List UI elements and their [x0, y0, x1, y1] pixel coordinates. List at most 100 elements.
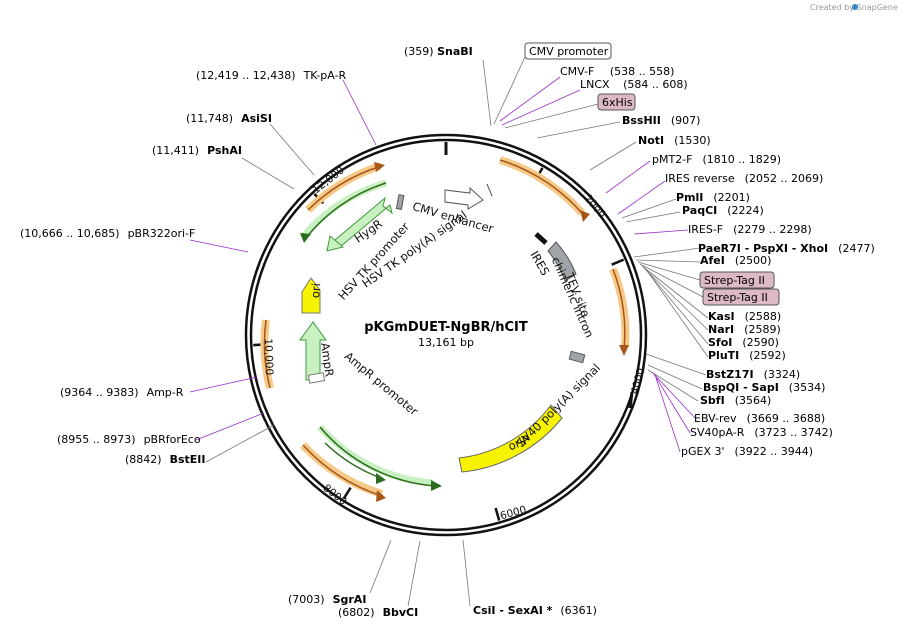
site-bsshii[interactable]: BssHII(907) [622, 114, 700, 127]
leader-line [651, 371, 697, 420]
6xhis-label[interactable]: 6xHis [602, 96, 633, 109]
site-afei[interactable]: AfeI(2500) [700, 254, 771, 267]
site-asisi[interactable]: (11,748)AsiSI [186, 112, 272, 125]
primer-ires-reverse[interactable]: IRES reverse(2052 .. 2069) [665, 172, 823, 185]
leader-line [195, 412, 265, 441]
site-kasi[interactable]: KasI(2588) [708, 310, 781, 323]
orf-top-left-line [307, 166, 379, 211]
green-arrow-ampr-outer-line [319, 426, 437, 487]
leader-line [655, 377, 681, 453]
backbone-inner [249, 138, 643, 532]
leader-line [643, 267, 709, 331]
site-csii-sexai[interactable]: CsiI - SexAI *(6361) [473, 604, 597, 617]
leader-line [482, 59, 492, 127]
ampr-promoter-box[interactable] [307, 372, 326, 384]
leader-line [189, 239, 249, 253]
primer-ebv-rev[interactable]: EBV-rev(3669 .. 3688) [694, 412, 825, 425]
site-bstz17i[interactable]: BstZ17I(3324) [706, 368, 800, 381]
ori-feature[interactable] [301, 277, 321, 314]
label-ampr: AmpR [318, 342, 337, 378]
leader-line [605, 160, 651, 194]
green-arrowhead-ampr-inner [376, 473, 386, 484]
primer-sv40pa-r[interactable]: SV40pA-R(3723 .. 3742) [690, 426, 833, 439]
leader-line [633, 247, 701, 258]
leader-line [205, 424, 275, 463]
label-ires: IRES [527, 248, 552, 277]
tev-site-mark [534, 232, 548, 245]
leader-lines [189, 56, 709, 607]
leader-line [645, 353, 707, 376]
site-sbfi[interactable]: SbfI(3564) [700, 394, 771, 407]
orip-feature[interactable] [458, 404, 563, 473]
backbone-outer [244, 133, 648, 537]
site-sfoi[interactable]: SfoI(2590) [708, 336, 779, 349]
tick-label-10000: 10,000 [262, 338, 275, 375]
primer-ires-f[interactable]: IRES-F(2279 .. 2298) [688, 223, 812, 236]
site-bspqi-sapi[interactable]: BspQI - SapI(3534) [703, 381, 825, 394]
orf-bottom-left-line [302, 444, 383, 497]
orf-arrowhead-right [619, 345, 629, 356]
orf-left-line [263, 319, 271, 389]
primer-amp-r[interactable]: (9364 .. 9383)Amp-R [60, 386, 184, 399]
leader-line [189, 376, 258, 393]
leader-line [342, 79, 377, 146]
site-paer7i-pspxi-xhoi[interactable]: PaeR7I - PspXI - XhoI(2477) [698, 242, 875, 255]
site-pshai[interactable]: (11,411)PshAI [152, 144, 242, 157]
tick-mark [342, 486, 352, 500]
primer-tk-pa-r[interactable]: (12,419 .. 12,438)TK-pA-R [196, 69, 347, 82]
site-paqci[interactable]: PaqCI(2224) [682, 204, 764, 217]
hsv-tk-polya-box[interactable] [395, 194, 405, 210]
site-sgrai[interactable]: (7003)SgrAI [288, 593, 366, 606]
cmv-promoter-label[interactable]: CMV promoter [529, 45, 609, 58]
plasmid-length: 13,161 bp [418, 336, 474, 349]
strep-tag-1-box [699, 271, 775, 289]
tick-4000-mark [628, 391, 634, 409]
leader-line [462, 539, 471, 607]
site-snabi[interactable]: (359) SnaBI [404, 45, 473, 58]
primer-pmt2-f[interactable]: pMT2-F(1810 .. 1829) [652, 153, 781, 166]
leader-line [633, 229, 689, 235]
6xhis-label-box [597, 93, 636, 111]
cmv-promoter-label-box [524, 42, 612, 60]
strep-tag-1-label[interactable]: Strep-Tag II [704, 274, 765, 287]
primer-cmv-f[interactable]: CMV-F (538 .. 558) [560, 65, 674, 78]
site-bbvci[interactable]: (6802)BbvCI [338, 606, 418, 619]
hygr-arrowhead [326, 235, 345, 252]
primer-lncx[interactable]: LNCX (584 .. 608) [580, 78, 688, 91]
orf-arrowhead-top-left [374, 162, 385, 172]
site-bsteii[interactable]: (8842)BstEII [125, 453, 205, 466]
tick-mark [611, 258, 625, 266]
chimeric-intron-box[interactable] [568, 350, 586, 364]
leader-line [407, 540, 421, 607]
leader-line [621, 198, 677, 219]
primer-pgex-3-[interactable]: pGEX 3'(3922 .. 3944) [681, 445, 813, 458]
primer-pbrforeco[interactable]: (8955 .. 8973)pBRforEco [57, 433, 201, 446]
primer-pbr322ori-f[interactable]: (10,666 .. 10,685)pBR322ori-F [20, 227, 195, 240]
label-ampr-promoter: AmpR promoter [342, 349, 421, 419]
cmv-enhancer-feature[interactable] [444, 186, 484, 210]
ires-feature[interactable] [547, 241, 577, 282]
leader-line [589, 141, 637, 171]
snapgene-logo-icon [852, 4, 858, 10]
site-pmli[interactable]: PmlI(2201) [676, 191, 750, 204]
leader-line [647, 271, 709, 358]
leader-line [641, 265, 709, 319]
leader-line [645, 269, 709, 345]
green-arrow-top-left-line [305, 182, 387, 239]
strep-tag-2-label[interactable]: Strep-Tag II [707, 291, 768, 304]
leader-line [653, 373, 691, 434]
leader-line [625, 211, 681, 223]
right-site-labels: BssHII(907) NotI(1530) PmlI(2201)PaqCI(222… [622, 114, 875, 458]
tick-mark [494, 507, 501, 521]
green-arrowhead-top-left [300, 233, 311, 243]
leader-line [637, 261, 701, 281]
site-noti[interactable]: NotI(1530) [638, 134, 711, 147]
leader-line [499, 76, 561, 122]
leader-line [504, 103, 599, 129]
site-pluti[interactable]: PluTI(2592) [708, 349, 786, 362]
site-nari[interactable]: NarI(2589) [708, 323, 781, 336]
orf-arrow-top-right[interactable] [498, 156, 586, 216]
leader-line [369, 539, 392, 594]
orf-arrow-top-right-line [499, 159, 587, 219]
